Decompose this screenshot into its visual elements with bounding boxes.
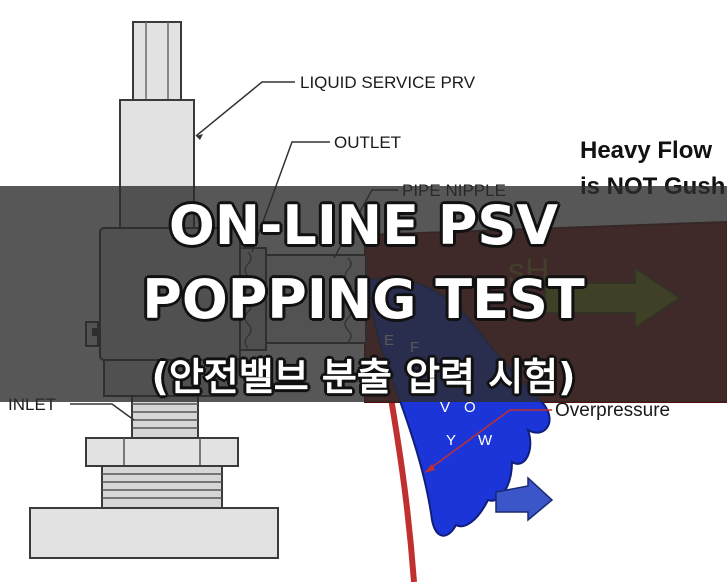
leader-inlet [70,403,135,421]
title-line-1: ON-LINE PSV [168,194,559,257]
inlet-threads [131,395,199,439]
base-plate [29,507,279,559]
leader-overpressure [427,409,552,471]
valve-cap [132,21,182,101]
label-liquid-service-prv: LIQUID SERVICE PRV [300,73,476,92]
hand-arrow-tip [495,476,554,522]
leader-prv [195,81,295,137]
lower-threads [101,465,223,509]
hex-nut [85,437,239,467]
label-heavy-flow-line1: Heavy Flow [580,137,712,164]
label-overpressure: Overpressure [555,400,670,421]
flow-letter-y: Y [446,432,456,449]
flow-letter-o: O [464,399,476,416]
title-line-2: POPPING TEST [142,268,585,331]
label-outlet: OUTLET [334,133,401,152]
flow-letter-v: V [440,399,450,416]
title-banner [0,186,727,402]
flow-letter-w: W [478,432,493,449]
title-line-3: (안전밸브 분출 압력 시험) [151,355,576,399]
